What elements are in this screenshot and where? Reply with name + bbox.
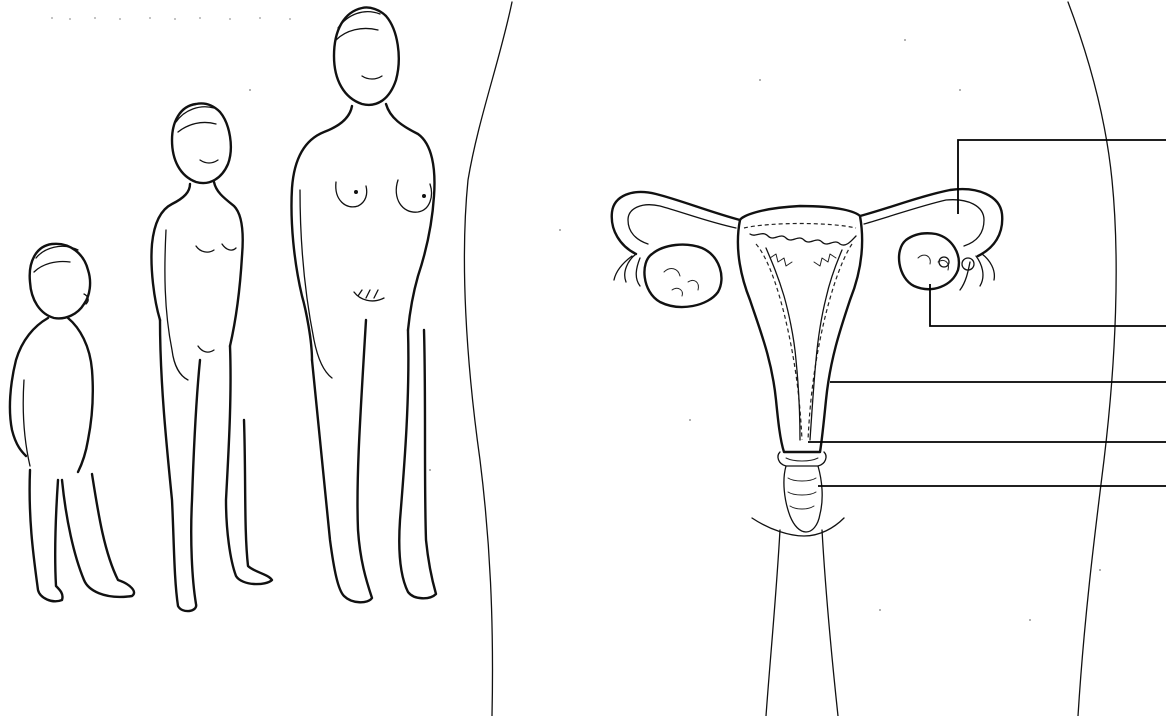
left-ovary [644,245,721,307]
leader-ovary [930,284,1166,326]
right-fallopian-tube [860,189,1002,256]
label-leaders [808,140,1166,486]
body-outline [464,2,1116,716]
adult-woman-figure [291,7,436,602]
cervix [778,452,826,466]
scan-speckles [51,17,1101,621]
young-child-figure [10,244,134,601]
right-ovary [899,233,959,289]
leader-fallopian-tube [958,140,1166,214]
adolescent-girl-figure [151,103,272,611]
vagina [784,466,822,532]
reproductive-anatomy [612,189,1003,536]
